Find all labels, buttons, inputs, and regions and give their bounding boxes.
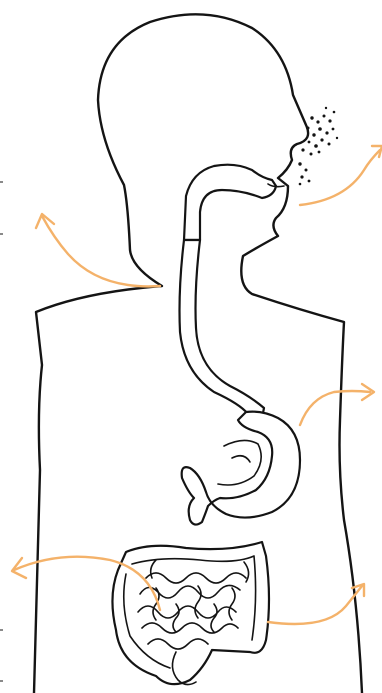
curved-arrow-icon — [268, 584, 364, 624]
curved-arrow-icon — [36, 214, 160, 286]
stomach — [182, 412, 300, 525]
stomach-fold — [232, 456, 250, 462]
margin-ticks — [0, 182, 3, 681]
curved-arrow-icon — [300, 146, 382, 205]
esophagus — [180, 240, 265, 418]
stomach-fold — [218, 440, 261, 485]
pharynx — [184, 165, 276, 240]
curved-arrow-icon — [300, 384, 374, 425]
